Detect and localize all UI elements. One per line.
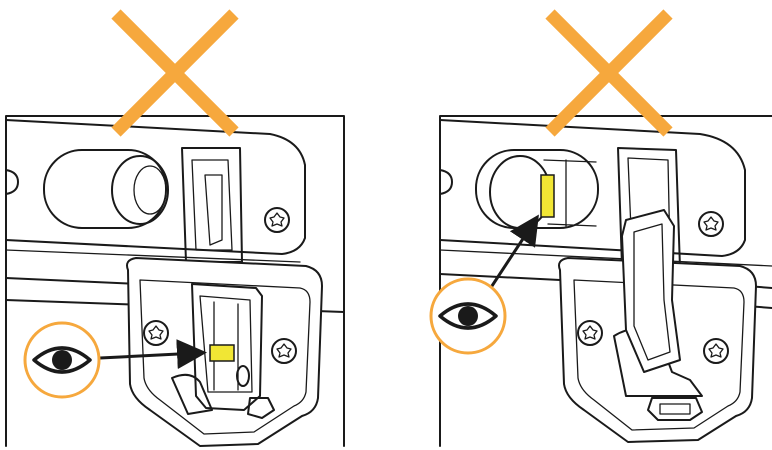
right-screw-top [698, 211, 724, 237]
right-latch-clip-inner [659, 403, 691, 415]
left-latch-pin [236, 365, 250, 387]
right-screw-edge [439, 169, 453, 195]
right-rail-edge [439, 249, 772, 267]
left-lower-housing-inner [139, 279, 311, 435]
left-upper-guide [181, 147, 243, 263]
left-upper-guide-inner [191, 159, 233, 251]
right-lower-housing-inner [573, 279, 745, 431]
right-slot-track [543, 159, 597, 227]
right-eye-icon [429, 277, 507, 355]
right-latch-clip [647, 397, 703, 421]
left-slot-cylinder [111, 155, 169, 225]
left-oval-slot [43, 149, 167, 229]
right-pointer-arrow [486, 214, 539, 293]
right-cross-mark-icon [545, 9, 673, 137]
left-slot-cylinder-inner [133, 165, 167, 215]
left-screw-housing-right [271, 338, 297, 364]
right-rail [439, 119, 746, 257]
left-indicator-window [209, 344, 235, 362]
left-rail [5, 119, 306, 255]
left-upper-guide-tab [204, 174, 223, 246]
left-latch-clip [247, 397, 275, 419]
right-panel [429, 9, 772, 447]
left-cross-mark-icon [111, 9, 239, 137]
left-panel [5, 9, 345, 447]
left-screw-housing-left [143, 320, 169, 346]
left-screw-top [264, 207, 290, 233]
left-rail-edge [5, 249, 301, 263]
right-screw-housing-right [703, 338, 729, 364]
left-screw-edge [5, 169, 19, 195]
right-latch-lever-inner [633, 223, 671, 361]
right-indicator-window [540, 174, 555, 218]
left-eye-icon [23, 321, 101, 399]
left-bar-top [5, 277, 141, 285]
left-latch-foot [171, 373, 213, 415]
right-screw-housing-left [577, 320, 603, 346]
left-pointer-arrow [99, 339, 207, 370]
right-bar-top [439, 273, 561, 281]
